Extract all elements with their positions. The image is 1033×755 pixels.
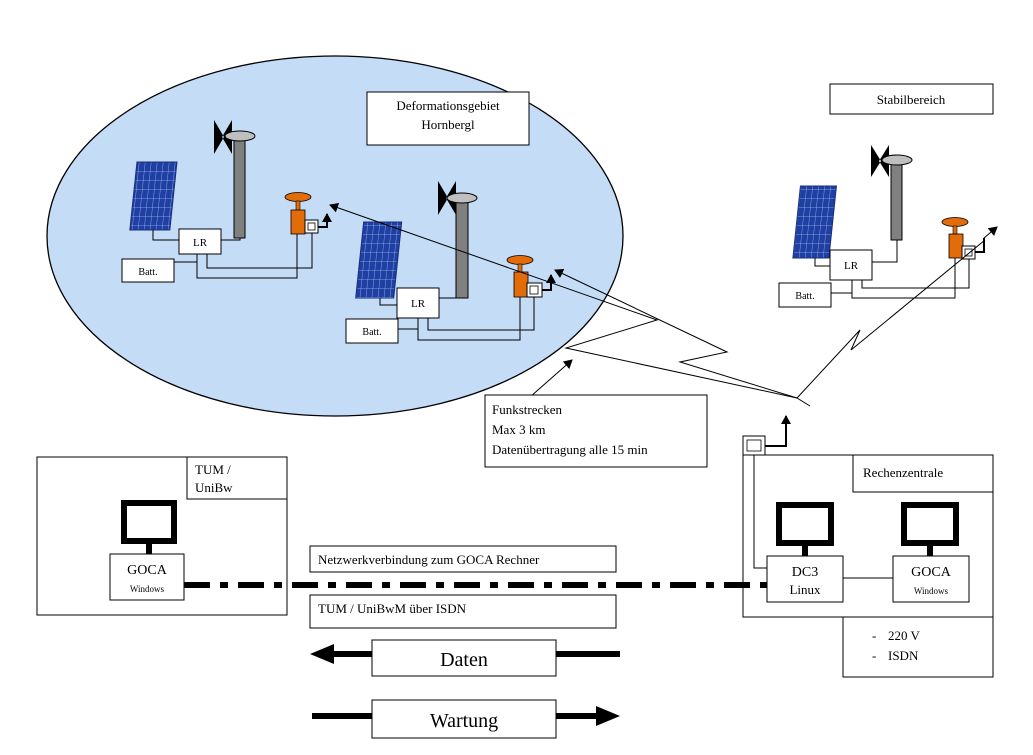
logger-label: LR bbox=[411, 298, 426, 310]
radio-modem-icon bbox=[304, 219, 319, 234]
svg-text:Rechenzentrale: Rechenzentrale bbox=[863, 465, 943, 480]
radio-modem-icon bbox=[742, 435, 766, 456]
tripod-icon bbox=[214, 120, 232, 154]
goca-left-computer bbox=[109, 553, 185, 601]
mast-icon bbox=[446, 192, 478, 299]
battery-box bbox=[121, 258, 175, 283]
tripod-icon bbox=[438, 181, 456, 215]
battery-box bbox=[778, 282, 832, 308]
goca-right-computer bbox=[892, 555, 970, 603]
svg-text:Netzwerkverbindung zum GOCA Re: Netzwerkverbindung zum GOCA Rechner bbox=[318, 552, 540, 567]
tum-label-line2: UniBw bbox=[195, 480, 233, 495]
mast-icon bbox=[224, 130, 256, 239]
svg-text:Windows: Windows bbox=[130, 584, 165, 594]
solar-panel-icon bbox=[355, 221, 403, 299]
logger-label: LR bbox=[193, 237, 208, 249]
battery-label: Batt. bbox=[138, 267, 157, 278]
network-link: Netzwerkverbindung zum GOCA Rechner TUM … bbox=[184, 545, 767, 629]
radio-link-note: Funkstrecken Max 3 km Datenübertragung a… bbox=[484, 394, 708, 468]
svg-text:Windows: Windows bbox=[914, 586, 949, 596]
data-flow-label: Daten bbox=[440, 649, 488, 671]
station-3: LR Batt. bbox=[778, 145, 998, 308]
deformation-area-line2: Hornbergl bbox=[421, 117, 475, 132]
computer-center: Rechenzentrale - 220 V - ISDN DC3 Linux … bbox=[742, 415, 994, 678]
logger-box bbox=[396, 287, 440, 319]
svg-text:-: - bbox=[872, 648, 876, 663]
data-flow-arrow: Daten bbox=[310, 639, 620, 677]
svg-text:ISDN: ISDN bbox=[888, 648, 919, 663]
logger-label: LR bbox=[844, 260, 859, 272]
monitor-icon bbox=[901, 502, 959, 556]
svg-text:220 V: 220 V bbox=[888, 628, 921, 643]
solar-panel-icon bbox=[792, 185, 838, 259]
svg-text:-: - bbox=[872, 628, 876, 643]
battery-box bbox=[345, 318, 399, 344]
svg-text:GOCA: GOCA bbox=[911, 565, 952, 580]
tripod-icon bbox=[871, 145, 889, 177]
monitor-icon bbox=[776, 502, 834, 556]
dc3-computer bbox=[766, 555, 844, 603]
station-1: LR Batt. bbox=[121, 120, 332, 283]
logger-box bbox=[829, 249, 873, 281]
deformation-area-line1: Deformationsgebiet bbox=[396, 98, 500, 113]
svg-text:GOCA: GOCA bbox=[127, 563, 168, 578]
station-2: LR Batt. bbox=[345, 181, 556, 344]
svg-text:TUM / UniBwM über ISDN: TUM / UniBwM über ISDN bbox=[318, 601, 467, 616]
tum-unibw-site: TUM / UniBw GOCA Windows bbox=[36, 456, 288, 616]
svg-text:Linux: Linux bbox=[789, 582, 821, 597]
stable-area-label: Stabilbereich bbox=[829, 83, 994, 115]
svg-text:DC3: DC3 bbox=[792, 565, 818, 580]
svg-text:Datenübertragung alle 15 min: Datenübertragung alle 15 min bbox=[492, 442, 648, 457]
tum-label-line1: TUM / bbox=[195, 462, 231, 477]
svg-text:Stabilbereich: Stabilbereich bbox=[877, 92, 946, 107]
battery-label: Batt. bbox=[362, 327, 381, 338]
battery-label: Batt. bbox=[795, 291, 814, 302]
svg-text:Funkstrecken: Funkstrecken bbox=[492, 402, 563, 417]
maintenance-flow-label: Wartung bbox=[430, 710, 498, 732]
deformation-area-label: Deformationsgebiet Hornbergl bbox=[366, 91, 530, 146]
svg-text:Max 3 km: Max 3 km bbox=[492, 422, 545, 437]
logger-box bbox=[178, 228, 222, 255]
solar-panel-icon bbox=[129, 161, 178, 231]
radio-links bbox=[329, 202, 986, 407]
maintenance-flow-arrow: Wartung bbox=[312, 699, 620, 739]
monitor-icon bbox=[121, 500, 177, 554]
deformation-area-ellipse bbox=[46, 55, 624, 417]
gnss-antenna-icon bbox=[941, 217, 969, 259]
radio-modem-icon bbox=[526, 282, 543, 298]
